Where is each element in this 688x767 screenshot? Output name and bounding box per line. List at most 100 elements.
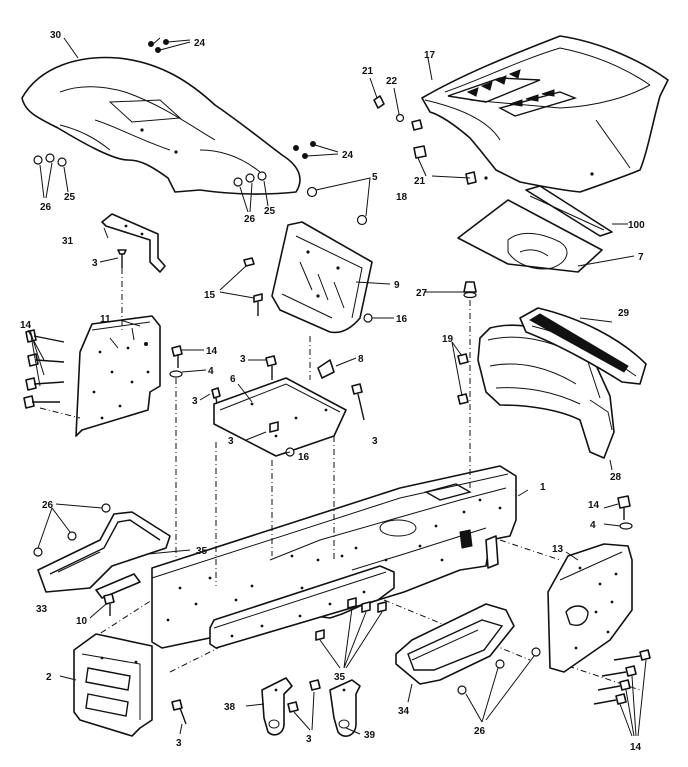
screw-19 xyxy=(451,341,469,405)
callout-26-footrest-left: 26 xyxy=(42,500,54,511)
leader-lines xyxy=(59,37,635,735)
washer-4b xyxy=(619,522,633,530)
callout-3-b: 3 xyxy=(192,396,198,407)
screw-3g xyxy=(171,699,187,725)
nut-hardware-26a xyxy=(33,153,69,199)
callout-33: 33 xyxy=(36,604,48,615)
callout-35-mid: 35 xyxy=(334,672,346,683)
screw-3c xyxy=(265,355,277,380)
callout-21-top: 21 xyxy=(362,66,374,77)
callout-39: 39 xyxy=(364,730,376,741)
washer-4a xyxy=(169,369,207,378)
screw-15 xyxy=(219,257,263,316)
callout-8: 8 xyxy=(358,354,364,365)
callout-9: 9 xyxy=(394,280,400,291)
bracket-31 xyxy=(101,213,166,273)
bolt-14c xyxy=(617,495,631,520)
callout-26-left: 26 xyxy=(40,202,52,213)
callout-13: 13 xyxy=(552,544,564,555)
footrest-right-34 xyxy=(395,603,515,685)
callout-38: 38 xyxy=(224,702,236,713)
callout-2: 2 xyxy=(46,672,52,683)
callout-26-mid: 26 xyxy=(244,214,256,225)
hood-bolt-21-22 xyxy=(369,77,405,123)
bolt-10 xyxy=(103,593,115,616)
callout-34: 34 xyxy=(398,706,410,717)
rear-fender-part xyxy=(21,56,301,195)
screw-3a xyxy=(117,249,127,268)
floor-plate-6 xyxy=(213,377,347,457)
footrest-left-33 xyxy=(37,511,171,599)
bracket-39 xyxy=(329,679,361,737)
callout-24-mid: 24 xyxy=(342,150,354,161)
callout-15: 15 xyxy=(204,290,216,301)
callout-4-right: 4 xyxy=(590,520,596,531)
nut-hardware-26b xyxy=(233,171,269,213)
bolt-14b xyxy=(171,345,204,368)
callout-16-b: 16 xyxy=(298,452,310,463)
callout-11: 11 xyxy=(100,314,111,325)
callout-18: 18 xyxy=(396,192,408,203)
hood-bracket-18 xyxy=(411,119,477,185)
knob-27 xyxy=(463,281,477,299)
dash-support-part xyxy=(271,221,373,334)
callout-35-left: 35 xyxy=(196,546,208,557)
nut-16a xyxy=(363,313,394,323)
callout-24-top: 24 xyxy=(194,38,206,49)
callout-14-left: 14 xyxy=(20,320,32,331)
callout-5: 5 xyxy=(372,172,378,183)
screw-hardware-24a xyxy=(148,37,191,53)
hood-part xyxy=(421,35,669,193)
callout-7: 7 xyxy=(638,252,644,263)
callout-28: 28 xyxy=(610,472,622,483)
headlight-29 xyxy=(519,307,647,385)
nut-5 xyxy=(306,177,371,226)
leader-35a xyxy=(147,549,191,555)
dash-panel-part xyxy=(457,185,613,273)
callout-21-low: 21 xyxy=(414,176,426,187)
front-bracket-2 xyxy=(73,633,153,737)
callout-3-f: 3 xyxy=(306,734,312,745)
callout-16-a: 16 xyxy=(396,314,408,325)
nuts-26c xyxy=(33,503,111,557)
side-bracket-11 xyxy=(75,315,161,437)
callout-4-mid: 4 xyxy=(208,366,214,377)
screw-3d xyxy=(245,421,279,441)
callout-numbers: 30 24 17 21 22 5 26 25 24 26 25 18 21 10… xyxy=(20,30,645,753)
side-bracket-13 xyxy=(547,543,633,673)
bolts-35b xyxy=(315,597,387,669)
screw-3f xyxy=(287,679,321,731)
frame-rail-lower xyxy=(209,565,395,649)
callout-25-left: 25 xyxy=(64,192,76,203)
callout-27: 27 xyxy=(416,288,428,299)
callout-100: 100 xyxy=(628,220,645,231)
callout-31: 31 xyxy=(62,236,74,247)
screw-hardware-24b xyxy=(293,141,339,159)
callout-1: 1 xyxy=(540,482,546,493)
callout-17: 17 xyxy=(424,50,436,61)
callout-3-d: 3 xyxy=(228,436,234,447)
callout-29: 29 xyxy=(618,308,630,319)
callout-3-g: 3 xyxy=(176,738,182,749)
callout-3-c: 3 xyxy=(240,354,246,365)
callout-25-mid: 25 xyxy=(264,206,276,217)
bracket-38 xyxy=(261,677,293,736)
bolts-14d xyxy=(593,649,651,737)
callout-3-a: 3 xyxy=(92,258,98,269)
clip-8 xyxy=(317,357,357,379)
callout-14-right: 14 xyxy=(588,500,600,511)
callout-19: 19 xyxy=(442,334,454,345)
callout-14-bottom: 14 xyxy=(630,742,642,753)
callout-22: 22 xyxy=(386,76,398,87)
bolts-14a xyxy=(23,329,65,409)
assembly-dash-lines xyxy=(39,268,641,691)
callout-26-footrest-right: 26 xyxy=(474,726,486,737)
callout-30: 30 xyxy=(50,30,62,41)
callout-10: 10 xyxy=(76,616,88,627)
callout-3-e: 3 xyxy=(372,436,378,447)
screw-3e xyxy=(351,383,365,421)
nuts-26d xyxy=(457,647,541,723)
callout-6: 6 xyxy=(230,374,236,385)
callout-14-mid: 14 xyxy=(206,346,218,357)
